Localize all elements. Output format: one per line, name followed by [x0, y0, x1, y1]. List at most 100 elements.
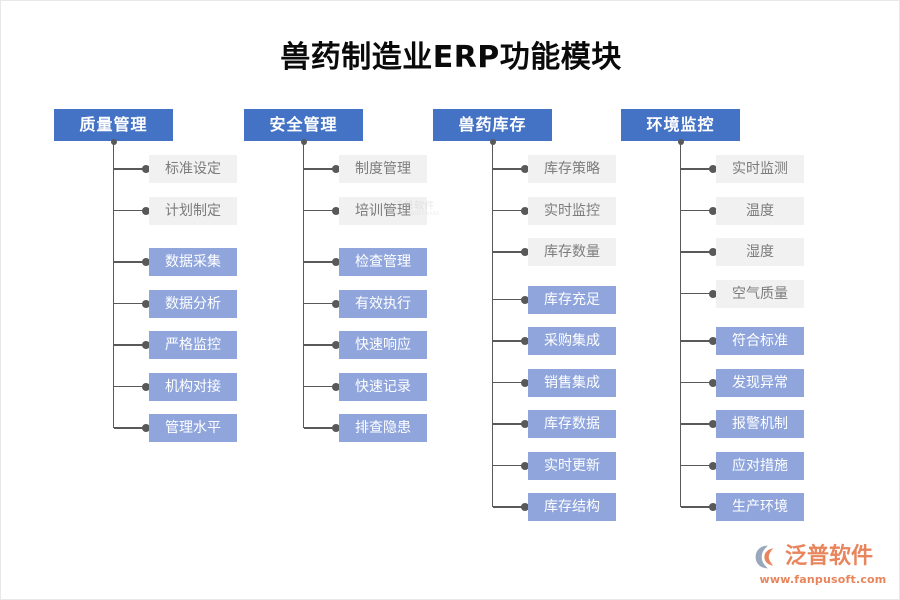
branch-end-dot — [142, 382, 150, 391]
branch-end-dot — [142, 341, 150, 349]
module-node[interactable]: 数据分析 — [149, 289, 237, 318]
group-header-2[interactable]: 安全管理 — [244, 109, 363, 141]
module-node[interactable]: 销售集成 — [528, 368, 616, 397]
module-node[interactable]: 严格监控 — [149, 331, 237, 359]
tree-branch-line — [492, 251, 528, 253]
brand-url: www.fanpusoft.com — [759, 573, 887, 586]
tree-trunk-line — [112, 141, 115, 428]
branch-end-dot — [709, 289, 717, 298]
module-node[interactable]: 实时监控 — [528, 196, 616, 225]
module-node[interactable]: 有效执行 — [339, 289, 427, 318]
tree-branch-line — [492, 423, 528, 425]
branch-end-dot — [521, 378, 529, 387]
page-title: 兽药制造业ERP功能模块 — [280, 40, 622, 75]
branch-end-dot — [521, 206, 529, 215]
branch-end-dot — [521, 420, 529, 428]
branch-end-dot — [332, 341, 340, 349]
module-node[interactable]: 库存策略 — [528, 155, 616, 183]
tree-branch-line — [303, 385, 339, 388]
branch-end-dot — [709, 503, 717, 511]
branch-end-dot — [709, 165, 717, 173]
branch-end-dot — [521, 248, 529, 256]
branch-end-dot — [332, 258, 340, 266]
module-node[interactable]: 实时更新 — [528, 451, 616, 480]
brand-name: 泛普软件 — [785, 544, 874, 569]
branch-end-dot — [142, 165, 150, 173]
module-node[interactable]: 排查隐患 — [339, 414, 427, 442]
module-node[interactable]: 生产环境 — [716, 493, 804, 521]
tree-branch-line — [113, 302, 149, 305]
tree-branch-line — [492, 506, 528, 508]
module-node[interactable]: 计划制定 — [149, 196, 237, 225]
module-node[interactable]: 空气质量 — [716, 279, 804, 308]
branch-end-dot — [142, 206, 150, 215]
module-node[interactable]: 发现异常 — [716, 368, 804, 397]
tree-branch-line — [680, 464, 716, 467]
module-node[interactable]: 培训管理 — [339, 196, 427, 225]
group-header-1[interactable]: 质量管理 — [54, 109, 173, 141]
branch-end-dot — [332, 206, 340, 215]
module-node[interactable]: 快速记录 — [339, 372, 427, 401]
tree-branch-line — [303, 261, 339, 263]
tree-branch-line — [680, 209, 716, 212]
branch-end-dot — [709, 337, 717, 345]
branch-end-dot — [332, 299, 340, 308]
module-node[interactable]: 数据采集 — [149, 248, 237, 276]
group-header-4[interactable]: 环境监控 — [621, 109, 740, 141]
branch-end-dot — [521, 165, 529, 173]
module-node[interactable]: 检查管理 — [339, 248, 427, 276]
tree-branch-line — [113, 209, 149, 212]
module-node[interactable]: 快速响应 — [339, 331, 427, 359]
branch-end-dot — [521, 295, 529, 304]
tree-branch-line — [303, 209, 339, 212]
module-node[interactable]: 库存数量 — [528, 238, 616, 266]
tree-trunk-line — [491, 141, 494, 507]
tree-trunk-line — [302, 141, 305, 428]
tree-branch-line — [680, 506, 716, 508]
tree-branch-line — [492, 381, 528, 384]
tree-branch-line — [680, 292, 716, 295]
tree-branch-line — [492, 464, 528, 467]
module-node[interactable]: 应对措施 — [716, 451, 804, 480]
tree-branch-line — [113, 344, 149, 346]
tree-branch-line — [303, 168, 339, 170]
module-node[interactable]: 温度 — [716, 196, 804, 225]
branch-end-dot — [709, 378, 717, 387]
module-node[interactable]: 机构对接 — [149, 372, 237, 401]
module-node[interactable]: 采购集成 — [528, 327, 616, 355]
module-node[interactable]: 库存充足 — [528, 285, 616, 314]
module-node[interactable]: 湿度 — [716, 238, 804, 266]
branch-end-dot — [332, 165, 340, 173]
module-node[interactable]: 制度管理 — [339, 155, 427, 183]
tree-branch-line — [303, 344, 339, 346]
branch-end-dot — [709, 461, 717, 470]
tree-branch-line — [680, 168, 716, 170]
branch-end-dot — [709, 420, 717, 428]
brand-logo-row: 泛普软件 — [753, 542, 893, 572]
module-node[interactable]: 管理水平 — [149, 414, 237, 442]
brand-logo: 泛普软件 www.fanpusoft.com — [753, 542, 893, 590]
branch-end-dot — [332, 424, 340, 432]
tree-branch-line — [492, 209, 528, 212]
module-node[interactable]: 标准设定 — [149, 155, 237, 183]
tree-trunk-line — [679, 141, 682, 507]
branch-end-dot — [142, 258, 150, 266]
branch-end-dot — [709, 206, 717, 215]
module-node[interactable]: 库存数据 — [528, 410, 616, 438]
branch-end-dot — [142, 424, 150, 432]
module-node[interactable]: 实时监测 — [716, 155, 804, 183]
tree-branch-line — [680, 340, 716, 342]
tree-branch-line — [113, 261, 149, 263]
branch-end-dot — [521, 503, 529, 511]
module-node[interactable]: 符合标准 — [716, 327, 804, 355]
tree-branch-line — [680, 251, 716, 253]
module-node[interactable]: 报警机制 — [716, 410, 804, 438]
tree-branch-line — [113, 385, 149, 388]
branch-end-dot — [332, 382, 340, 391]
branch-end-dot — [709, 248, 717, 256]
module-node[interactable]: 库存结构 — [528, 493, 616, 521]
group-header-3[interactable]: 兽药库存 — [433, 109, 552, 141]
branch-end-dot — [521, 337, 529, 345]
fanpu-logo-icon — [755, 545, 774, 569]
